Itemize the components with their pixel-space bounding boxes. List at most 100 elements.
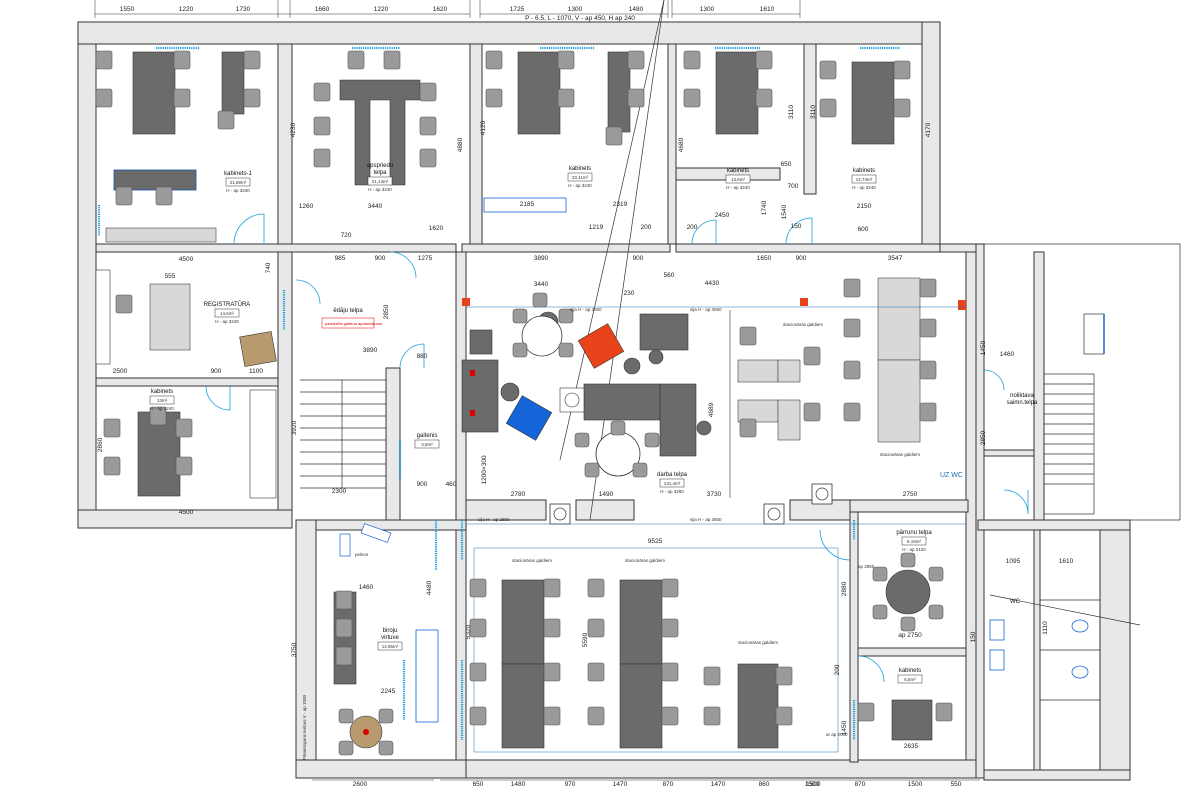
room-area: 21,14m² (372, 179, 389, 184)
dimension-label: 2500 (113, 368, 128, 375)
dimension-label: 870 (855, 781, 866, 788)
dimension-label: 600 (858, 226, 869, 233)
dimension-label: 3110 (810, 105, 817, 119)
dimension-label: 4480 (426, 580, 433, 595)
chair (543, 706, 561, 726)
desk-table (891, 699, 933, 741)
dimension-label: 3730 (707, 491, 722, 498)
chair (335, 590, 353, 610)
desk-table (851, 61, 895, 145)
dimension-label: 900 (375, 255, 386, 262)
dimension-label: 650 (473, 781, 484, 788)
desk-table (777, 359, 801, 383)
chair (173, 88, 191, 108)
chair (919, 278, 937, 298)
chair (338, 740, 354, 756)
chair (243, 50, 261, 70)
stool (696, 420, 712, 436)
chair (703, 666, 721, 686)
dimension-label: 1450 (980, 340, 987, 355)
desk-table (501, 579, 545, 665)
chair (313, 148, 331, 168)
chair (900, 552, 916, 568)
dimension-label: 150 (791, 223, 802, 230)
room-height: H - ap 3240 (568, 183, 592, 188)
chair (558, 308, 574, 324)
chair (819, 98, 837, 118)
room-height: H - ap 3240 (215, 319, 239, 324)
desk-table (877, 277, 921, 361)
wc-fixtures (989, 594, 1141, 701)
desk-note: stacionāras galdiem (880, 452, 920, 457)
sofa (461, 359, 499, 433)
lift-note: Pārvietojams ierīces V - ap 1000 (302, 694, 307, 760)
dim-label: 1500 (806, 781, 821, 788)
dimension-label: 555 (165, 273, 176, 280)
chair (335, 618, 353, 638)
dimension-label: 1100 (249, 368, 263, 375)
chair (543, 578, 561, 598)
chair (175, 418, 193, 438)
chair (632, 462, 648, 478)
dimension-label: 4120 (480, 120, 487, 135)
chair (661, 662, 679, 682)
room-area: 6,15m² (907, 539, 922, 544)
dimension-label: 1480 (629, 6, 644, 13)
room-label: ēdāju telpa (333, 308, 363, 314)
dimension-label: 3890 (363, 347, 378, 354)
dimension-label: 1219 (589, 224, 604, 231)
dimension-label: 5320 (465, 624, 472, 639)
chair (661, 706, 679, 726)
dimension-label: 2245 (381, 688, 396, 695)
desk-table (619, 663, 663, 749)
chair (347, 50, 365, 70)
chair (661, 578, 679, 598)
room-name: noliktava (1010, 393, 1034, 399)
round-table (500, 382, 520, 402)
reception-desk (149, 283, 191, 351)
chair (919, 402, 937, 422)
red-note: paredzēts gaiteņa apdarinājums (325, 321, 382, 326)
chair (755, 88, 773, 108)
room-name: kabinets-1 (224, 171, 252, 177)
desk-table (517, 51, 561, 135)
dimension-label: 1490 (599, 491, 614, 498)
chair (819, 60, 837, 80)
dimension-label: 1650 (757, 255, 772, 262)
dimension-label: 5590 (582, 632, 589, 647)
dimension-label: 1275 (418, 255, 433, 262)
chair (843, 360, 861, 380)
dimension-label: 700 (788, 183, 799, 190)
desk-table (777, 399, 801, 441)
chairs (95, 50, 953, 756)
desk-table (137, 411, 181, 497)
chair (935, 702, 953, 722)
room-name: pārrunu telpa (896, 530, 932, 536)
beam-label: sija H - ap 3060 (690, 307, 722, 312)
annex-outline (300, 243, 1181, 521)
counter (105, 227, 217, 243)
dimension-label: 985 (335, 255, 346, 262)
dimension-label: 2450 (715, 212, 730, 219)
dimension-label: 720 (341, 232, 352, 239)
chair (627, 88, 645, 108)
dimension-label: 1740 (761, 200, 768, 215)
chair (610, 420, 626, 436)
dimension-label: 970 (565, 781, 576, 788)
beam-label: sija H - ap 2850 (478, 517, 510, 522)
dimension-label: 1725 (510, 6, 525, 13)
height-note: ap 2850 (858, 564, 875, 569)
dimension-label: 4689 (708, 402, 715, 417)
chair (775, 706, 793, 726)
chair (115, 294, 133, 314)
radiators (97, 46, 900, 740)
desk-table (715, 51, 759, 135)
chair (803, 402, 821, 422)
dimension-label: 4170 (925, 122, 932, 137)
chair (543, 618, 561, 638)
